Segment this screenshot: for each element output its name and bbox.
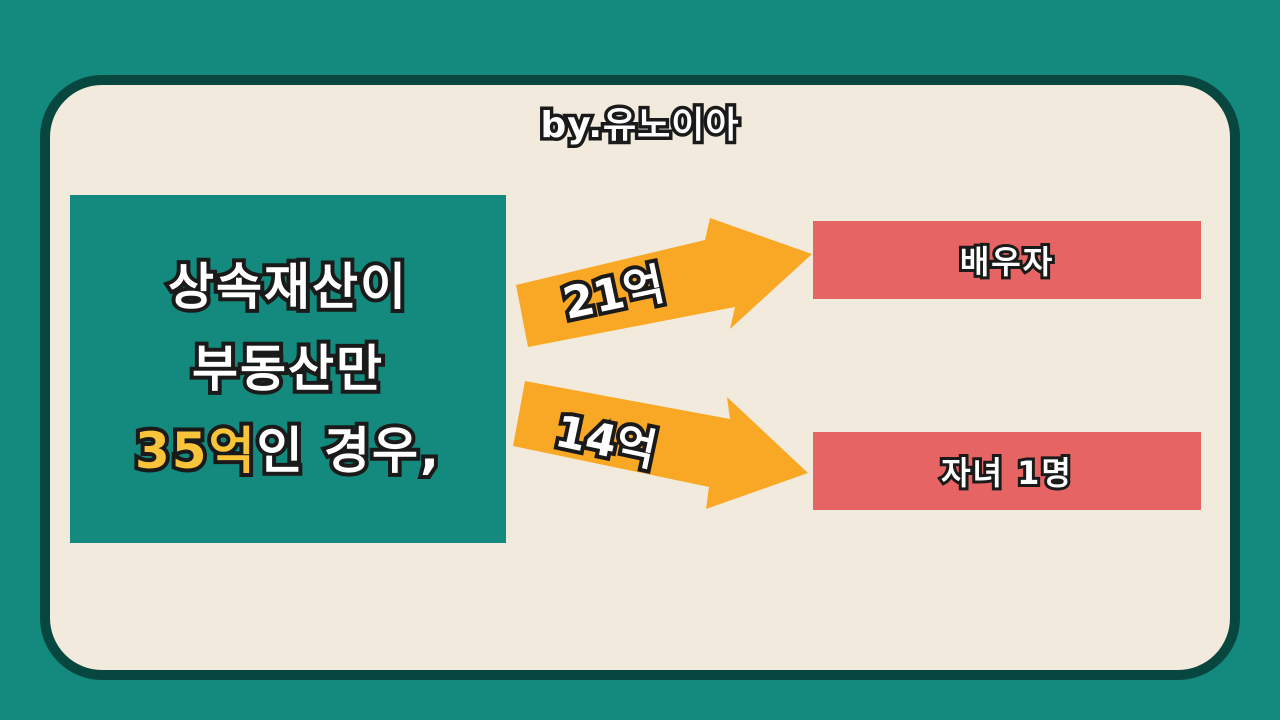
target-box-spouse: 배우자 — [813, 221, 1201, 299]
source-line-1: 상속재산이 — [164, 254, 410, 320]
amount-highlight: 35억 — [131, 418, 259, 484]
source-line-3: 35억인 경우, — [131, 410, 443, 492]
source-box: 상속재산이 부동산만 35억인 경우, — [70, 195, 506, 543]
source-line-3-rest: 인 경우, — [253, 418, 443, 484]
target-box-child: 자녀 1명 — [813, 432, 1201, 510]
arrow-to-spouse — [516, 218, 812, 347]
target-label-child: 자녀 1명 — [938, 451, 1074, 495]
source-line-2: 부동산만 — [188, 336, 386, 402]
target-label-spouse: 배우자 — [957, 240, 1055, 284]
arrow-to-child — [513, 381, 808, 509]
author-credit: by.유노이아 — [537, 102, 742, 150]
